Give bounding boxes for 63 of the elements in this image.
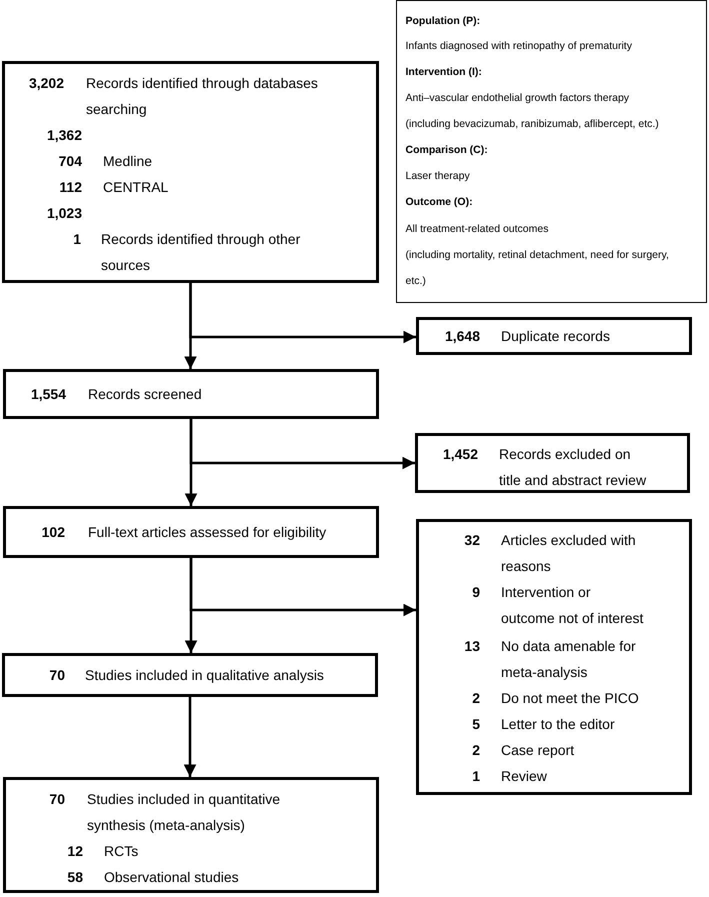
record-count: 9 — [472, 583, 480, 602]
criteria-heading: Intervention (I): — [406, 64, 482, 80]
arrow — [190, 419, 415, 470]
step-text: RCTs — [104, 842, 138, 861]
process-box — [2, 653, 378, 697]
record-count: 1 — [73, 230, 81, 249]
criteria-heading: Outcome (O): — [406, 194, 473, 210]
process-box — [415, 433, 690, 493]
step-text: Full-text articles assessed for eligibility — [88, 523, 326, 542]
step-text: All treatment-related outcomes — [406, 222, 548, 236]
step-text: Studies included in quantitative synthesis (meta-analysis) — [87, 790, 282, 835]
step-text: Records screened — [88, 385, 202, 404]
record-count: 3,202 — [28, 74, 64, 93]
record-count: 112 — [59, 178, 82, 197]
step-text: (including mortality, retinal detachment, need for surgery, etc.) — [406, 248, 670, 288]
step-text: Studies included in qualitative analysis — [85, 666, 324, 685]
process-box — [3, 506, 379, 558]
step-text: Records excluded on title and abstract review — [499, 445, 648, 490]
step-text: No data amenable for meta-analysis — [501, 637, 637, 682]
record-count: 58 — [67, 868, 83, 887]
step-text: Infants diagnosed with retinopathy of prematurity — [406, 38, 632, 54]
record-count: 102 — [42, 523, 65, 542]
process-box — [416, 519, 692, 795]
step-text: (including bevacizumab, ranibizumab, aflibercept, etc.) — [406, 116, 659, 132]
record-count: 1,452 — [442, 445, 478, 464]
record-count: 1,023 — [46, 204, 82, 223]
step-text: Review — [501, 767, 547, 786]
record-count: 2 — [472, 741, 480, 760]
record-count: 70 — [49, 790, 65, 809]
arrow — [189, 283, 416, 344]
step-text: Intervention or outcome not of interest — [501, 583, 644, 628]
step-text: Records identified through databases searching — [86, 74, 319, 119]
record-count: 1,648 — [444, 327, 480, 346]
step-text: Laser therapy — [406, 168, 470, 184]
arrow — [190, 558, 416, 616]
record-count: 13 — [464, 637, 480, 656]
arrow — [184, 697, 196, 777]
step-text: Duplicate records — [501, 327, 610, 346]
criteria-heading: Population (P): — [406, 14, 480, 28]
record-count: 70 — [49, 666, 65, 685]
step-text: Anti–vascular endothelial growth factors therapy — [406, 90, 630, 106]
step-text: Medline — [103, 152, 152, 171]
step-text: Case report — [501, 741, 574, 760]
process-box — [3, 369, 379, 419]
process-box — [3, 777, 379, 893]
step-text: CENTRAL — [103, 178, 168, 197]
criteria-box — [396, 0, 707, 303]
step-text: Articles excluded with reasons — [501, 531, 637, 576]
record-count: 1,362 — [46, 126, 82, 145]
step-text: Records identified through other sources — [101, 230, 302, 275]
step-text: Do not meet the PICO — [501, 689, 639, 708]
record-count: 12 — [67, 842, 83, 861]
record-count: 1 — [472, 767, 480, 786]
process-box — [416, 317, 692, 355]
process-box — [2, 61, 379, 283]
record-count: 5 — [472, 715, 480, 734]
criteria-heading: Comparison (C): — [406, 142, 488, 158]
record-count: 32 — [464, 531, 480, 550]
record-count: 704 — [58, 152, 82, 171]
record-count: 2 — [472, 689, 480, 708]
step-text: Observational studies — [104, 868, 239, 887]
record-count: 1,554 — [30, 385, 66, 404]
step-text: Letter to the editor — [501, 715, 615, 734]
